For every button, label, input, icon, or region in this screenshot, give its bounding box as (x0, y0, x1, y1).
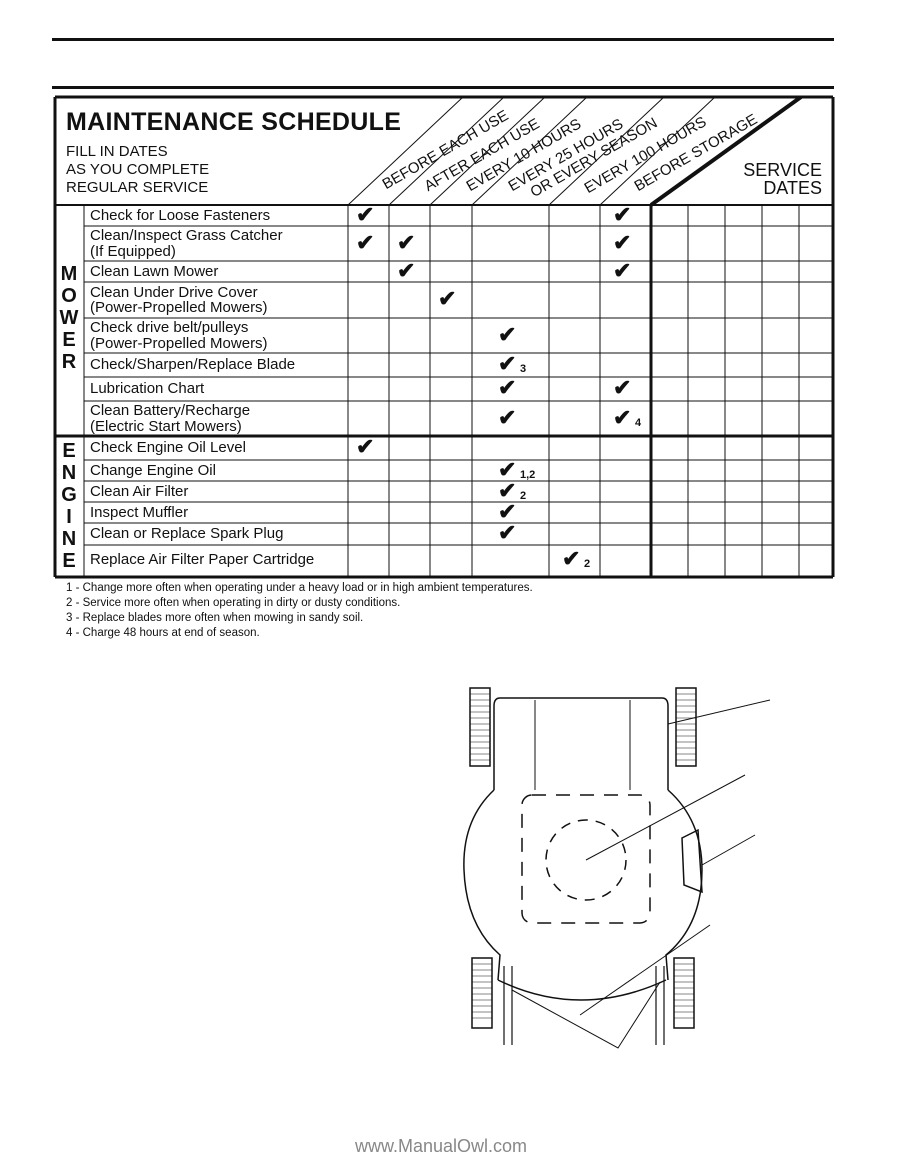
grid-line (599, 96, 716, 206)
schedule-row-label-12: Clean or Replace Spark Plug (90, 525, 284, 543)
check-footnote-ref: 3 (520, 363, 527, 375)
check-mark: ✔ (356, 201, 375, 227)
engine-letter-n2: N (61, 528, 77, 550)
schedule-row-label-7: Clean Battery/Recharge (Electric Start M… (90, 402, 251, 435)
check-mark: ✔ (613, 201, 632, 227)
schedule-title: MAINTENANCE SCHEDULE (66, 108, 402, 136)
check-mark: ✔ (498, 498, 517, 524)
check-mark: ✔ (498, 456, 517, 482)
mower-letter-o: O (61, 285, 77, 307)
footer-watermark: www.ManualOwl.com (355, 1136, 528, 1156)
check-footnote-ref: 1,2 (520, 468, 536, 481)
mower-letter-m: M (60, 263, 78, 285)
check-mark: ✔ (397, 257, 416, 283)
schedule-row-label-1: Clean/Inspect Grass Catcher (If Equipped… (90, 227, 283, 260)
check-footnote-ref: 4 (635, 416, 642, 429)
check-mark: ✔ (356, 229, 375, 255)
footnote-4: 4 - Charge 48 hours at end of season. (66, 627, 260, 639)
check-mark: ✔ (397, 229, 416, 255)
schedule-row-label-8: Check Engine Oil Level (90, 439, 246, 457)
check-mark: ✔ (498, 477, 517, 503)
engine-letter-i: I (66, 506, 72, 528)
subtitle-line-2: AS YOU COMPLETE (66, 161, 210, 178)
schedule-row-label-3: Clean Under Drive Cover (Power-Propelled… (90, 283, 268, 316)
grid-line (471, 96, 588, 206)
schedule-row-label-4: Check drive belt/pulleys (Power-Propelle… (90, 319, 268, 352)
top-rule (52, 38, 834, 41)
grid-line (548, 96, 665, 206)
lawn-mower-diagram (463, 687, 771, 1049)
schedule-row-label-2: Clean Lawn Mower (90, 262, 219, 280)
check-mark: ✔ (498, 520, 517, 545)
check-footnote-ref: 2 (584, 558, 591, 570)
check-mark: ✔ (356, 434, 375, 459)
mower-letter-w: W (59, 307, 79, 329)
subtitle-line-1: FILL IN DATES (66, 143, 168, 160)
footnote-2: 2 - Service more often when operating in… (66, 597, 401, 609)
check-mark: ✔ (498, 351, 517, 376)
mower-letter-r: R (61, 351, 77, 373)
engine-letter-e2: E (62, 550, 76, 572)
engine-letter-g: G (61, 484, 77, 506)
grid-line (388, 96, 505, 206)
check-mark: ✔ (438, 286, 457, 311)
check-mark: ✔ (498, 404, 517, 430)
schedule-row-label-0: Check for Loose Fasteners (90, 206, 271, 224)
check-footnote-ref: 2 (520, 489, 527, 502)
service-dates-label-2: DATES (763, 178, 822, 198)
subtitle-line-3: REGULAR SERVICE (66, 179, 209, 196)
check-mark: ✔ (562, 546, 581, 571)
schedule-row-label-6: Lubrication Chart (90, 380, 205, 398)
schedule-row-label-10: Clean Air Filter (90, 482, 189, 500)
grid-line (649, 95, 803, 207)
engine-letter-e: E (62, 440, 76, 462)
check-mark: ✔ (613, 257, 632, 283)
engine-letter-n: N (61, 462, 77, 484)
schedule-row-label-5: Check/Sharpen/Replace Blade (90, 356, 296, 374)
check-mark: ✔ (613, 229, 632, 255)
check-mark: ✔ (498, 375, 517, 400)
header-rule (52, 86, 834, 89)
schedule-table-grid (53, 95, 835, 579)
mower-letter-e: E (62, 329, 76, 351)
schedule-row-label-9: Change Engine Oil (90, 461, 216, 479)
footnote-1: 1 - Change more often when operating und… (66, 582, 533, 594)
footnote-3: 3 - Replace blades more often when mowin… (66, 612, 364, 624)
grid-line (347, 96, 464, 206)
check-mark: ✔ (613, 404, 632, 430)
service-dates-label-1: SERVICE (743, 160, 822, 180)
schedule-row-label-13: Replace Air Filter Paper Cartridge (90, 551, 315, 569)
grid-line (429, 96, 546, 206)
check-mark: ✔ (613, 375, 632, 400)
schedule-row-label-11: Inspect Muffler (90, 503, 189, 521)
check-mark: ✔ (498, 321, 517, 347)
